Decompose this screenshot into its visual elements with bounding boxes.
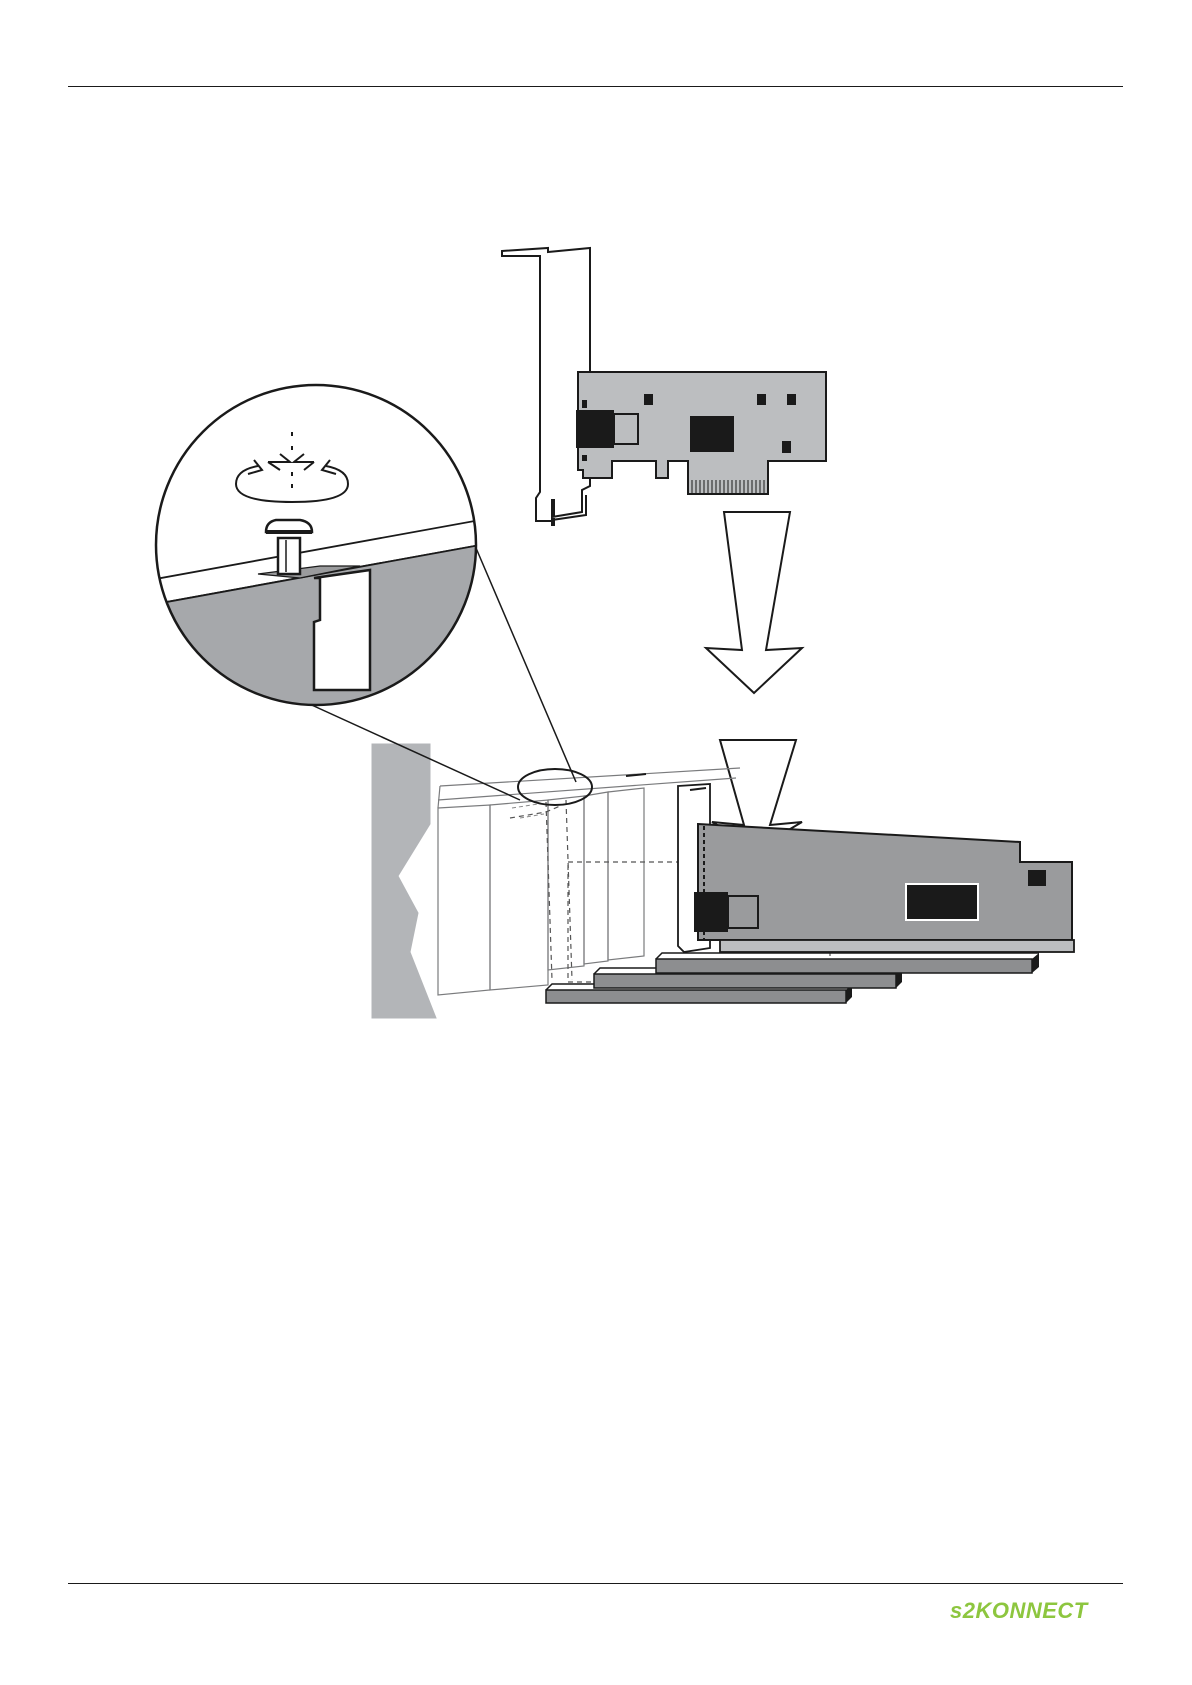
brand-logo-text: s2KONNECT — [950, 1596, 1088, 1626]
pci-slots — [546, 953, 1039, 1003]
footer-rule — [68, 1583, 1123, 1584]
pci-card-top — [502, 248, 826, 525]
pci-card-inserted — [678, 784, 1074, 952]
down-arrow-icon — [706, 512, 802, 693]
brand-logo: s2KONNECT — [950, 1596, 1126, 1626]
magnifier-circle-icon — [150, 385, 480, 720]
computer-chassis-icon — [372, 744, 436, 1018]
